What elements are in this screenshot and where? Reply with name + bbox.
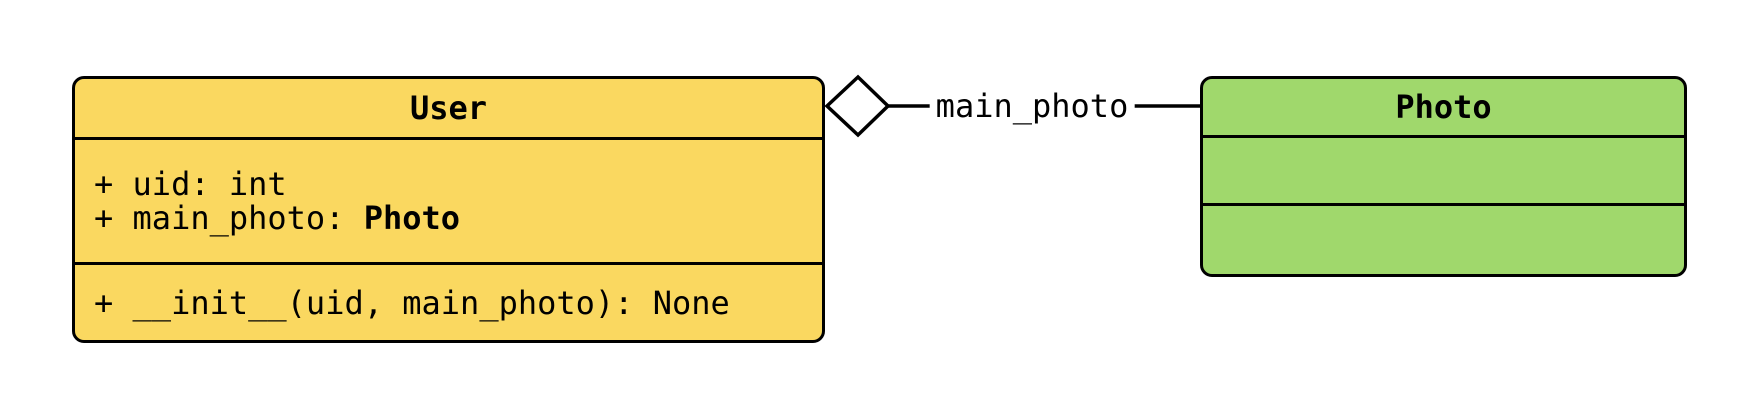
photo-class-title: Photo [1395,88,1492,126]
method-text: + __init__(uid, main_photo): None [94,283,730,322]
method-line-init: + __init__(uid, main_photo): None [94,286,822,320]
edge-label: main_photo [929,87,1135,125]
class-box-photo: Photo [1200,76,1687,277]
attribute-text: + main_photo: [94,199,364,237]
user-methods-compartment: + __init__(uid, main_photo): None [75,262,822,340]
user-attributes-compartment: + uid: int + main_photo: Photo [75,137,822,262]
aggregation-diamond-icon [824,74,891,138]
attribute-type-bold: Photo [363,199,461,237]
attribute-line-main-photo: + main_photo: Photo [94,201,822,235]
attribute-line-uid: + uid: int [94,167,822,201]
user-class-title: User [409,89,488,127]
attribute-text: + uid: int [94,165,287,203]
photo-methods-compartment [1203,203,1684,274]
class-box-user: User + uid: int + main_photo: Photo + __… [72,76,825,343]
photo-attributes-compartment [1203,135,1684,203]
